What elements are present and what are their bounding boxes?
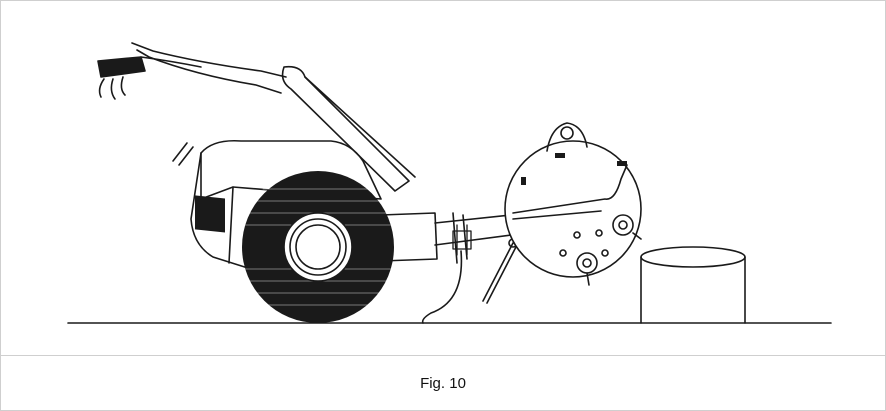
caption-area: Fig. 10	[1, 356, 885, 410]
drum-implement	[504, 122, 642, 286]
coupling-clamp	[452, 224, 472, 256]
engine-housing	[190, 139, 382, 270]
handlebar	[97, 42, 416, 192]
technical-illustration	[67, 42, 832, 324]
figure-drawing-area	[1, 1, 885, 356]
motion-marks-icon	[172, 142, 194, 166]
drive-shaft-tube	[380, 212, 512, 264]
support-leg	[482, 238, 518, 304]
control-cable	[421, 250, 463, 324]
container	[640, 246, 746, 324]
figure-caption: Fig. 10	[420, 374, 466, 392]
wheel	[242, 171, 394, 323]
